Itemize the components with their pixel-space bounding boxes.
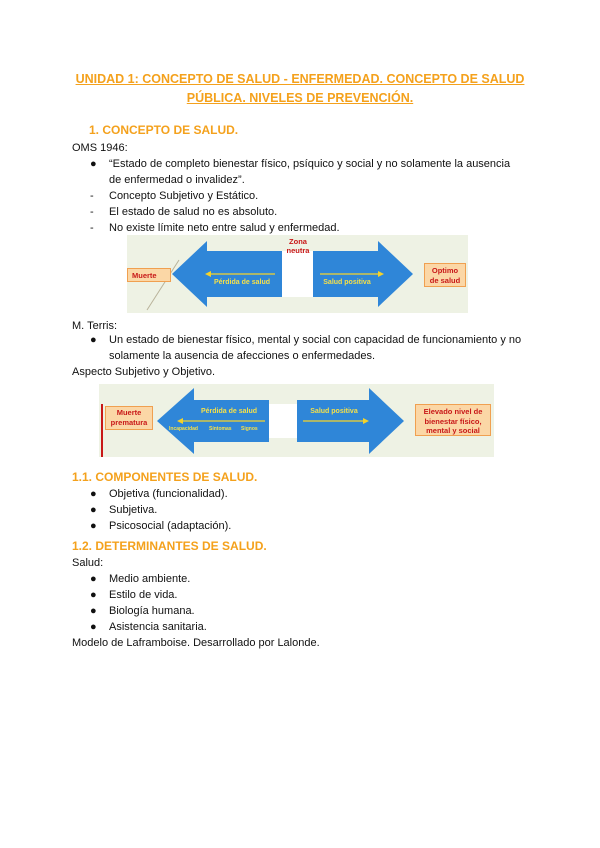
left-arrow-label: Pérdida de salud [200, 408, 258, 415]
wellbeing-line2: bienestar físico, [424, 416, 482, 426]
bullet-icon: ● [90, 158, 97, 170]
sub-label-incapacidad: Incapacidad [169, 426, 198, 432]
dash-item: No existe límite neto entre salud y enfe… [109, 222, 340, 234]
list-item: Asistencia sanitaria. [109, 621, 207, 633]
optimal-line1: Optimo [431, 266, 459, 275]
diagram1-arrows [146, 241, 413, 311]
bullet-icon: ● [90, 334, 97, 346]
section-heading-componentes: 1.1. COMPONENTES DE SALUD. [72, 470, 258, 484]
sub-label-signos: Signos [241, 426, 258, 432]
right-yellow-arrowhead [363, 418, 369, 424]
bullet-icon: ● [90, 573, 97, 585]
optimal-health-box: Optimo de salud [424, 263, 466, 287]
list-item: Biología humana. [109, 605, 195, 617]
sub-label-sintomas: Síntomas [209, 426, 232, 432]
list-item: Psicosocial (adaptación). [109, 520, 232, 532]
section-heading-determinantes: 1.2. DETERMINANTES DE SALUD. [72, 539, 267, 553]
left-arrow-label: Pérdida de salud [213, 279, 271, 286]
premature-death-box: Muerte prematura [105, 406, 153, 430]
diagram2-arrows [101, 388, 404, 457]
bullet-icon: ● [90, 488, 97, 500]
neutral-zone-box [269, 404, 297, 438]
list-item: Objetiva (funcionalidad). [109, 488, 228, 500]
health-continuum-diagram-2: Muerte prematura Pérdida de salud Incapa… [99, 384, 494, 457]
left-yellow-arrowhead [177, 418, 183, 424]
bullet-icon: ● [90, 504, 97, 516]
oms-quote-line1: “Estado de completo bienestar físico, ps… [109, 158, 511, 170]
terris-label: M. Terris: [72, 320, 118, 332]
dash-item: El estado de salud no es absoluto. [109, 206, 278, 218]
salud-label: Salud: [72, 557, 104, 569]
section-heading-concepto-salud: 1. CONCEPTO DE SALUD. [89, 123, 239, 137]
list-item: Estilo de vida. [109, 589, 178, 601]
death-box: Muerte [127, 268, 171, 282]
right-arrow-label: Salud positiva [323, 279, 371, 286]
bullet-icon: ● [90, 605, 97, 617]
zone-label-line2: neutra [286, 246, 310, 255]
document-title: UNIDAD 1: CONCEPTO DE SALUD - ENFERMEDAD… [75, 72, 525, 105]
zone-label: Zona neutra [277, 237, 319, 255]
terris-line1: Un estado de bienestar físico, mental y … [109, 334, 522, 346]
left-yellow-arrowhead [205, 271, 211, 277]
dash-icon: - [90, 222, 94, 234]
neutral-zone-box [282, 251, 313, 297]
bullet-icon: ● [90, 520, 97, 532]
dash-item: Concepto Subjetivo y Estático. [109, 190, 259, 202]
right-arrow-label: Salud positiva [310, 408, 358, 415]
health-continuum-diagram: Zona neutra Muerte Pérdida de salud Salu… [127, 235, 468, 313]
list-item: Medio ambiente. [109, 573, 191, 585]
bullet-icon: ● [90, 621, 97, 633]
aspect-text: Aspecto Subjetivo y Objetivo. [72, 366, 216, 378]
terris-line2: solamente la ausencia de afecciones o en… [109, 350, 376, 362]
oms-label: OMS 1946: [72, 142, 128, 154]
wellbeing-line3: mental y social [426, 426, 480, 435]
optimal-line2: de salud [429, 276, 461, 285]
high-wellbeing-box: Elevado nivel de bienestar físico, menta… [415, 404, 491, 436]
dash-icon: - [90, 206, 94, 218]
list-item: Subjetiva. [109, 504, 158, 516]
zone-label-line1: Zona [289, 237, 307, 246]
model-footer-text: Modelo de Laframboise. Desarrollado por … [72, 637, 320, 649]
premature-line1: Muerte [116, 408, 142, 417]
right-yellow-arrowhead [378, 271, 384, 277]
decorative-line [146, 259, 180, 311]
oms-quote-line2: de enfermedad o invalidez”. [109, 174, 245, 186]
dash-icon: - [90, 190, 94, 202]
bullet-icon: ● [90, 589, 97, 601]
premature-line2: prematura [110, 418, 148, 427]
wellbeing-line1: Elevado nivel de [423, 407, 483, 416]
